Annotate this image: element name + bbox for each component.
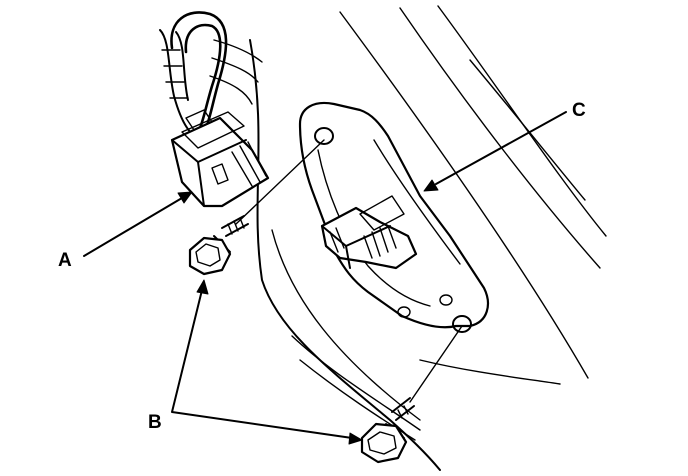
bracket-lower-hole <box>452 315 472 333</box>
harness-connector <box>170 109 270 208</box>
callout-label-b: B <box>148 412 162 433</box>
body-panel-lines <box>249 5 607 471</box>
arrowhead-c <box>423 179 439 192</box>
bolt-lower <box>360 397 415 464</box>
leader-b <box>171 289 353 439</box>
callout-label-a: A <box>58 250 72 271</box>
bolt-upper <box>188 215 249 276</box>
arrowhead-a <box>177 191 193 204</box>
wire-harness <box>159 11 263 135</box>
callout-label-c: C <box>572 100 586 121</box>
bracket-upper-hole <box>314 127 334 145</box>
leader-c <box>435 111 567 185</box>
sensor-bracket <box>298 101 489 333</box>
leader-lines <box>83 111 567 445</box>
leader-a <box>83 197 183 257</box>
arrowhead-b-upper <box>196 279 209 295</box>
sensor-unit <box>320 195 418 270</box>
arrowhead-b-lower <box>348 432 363 445</box>
